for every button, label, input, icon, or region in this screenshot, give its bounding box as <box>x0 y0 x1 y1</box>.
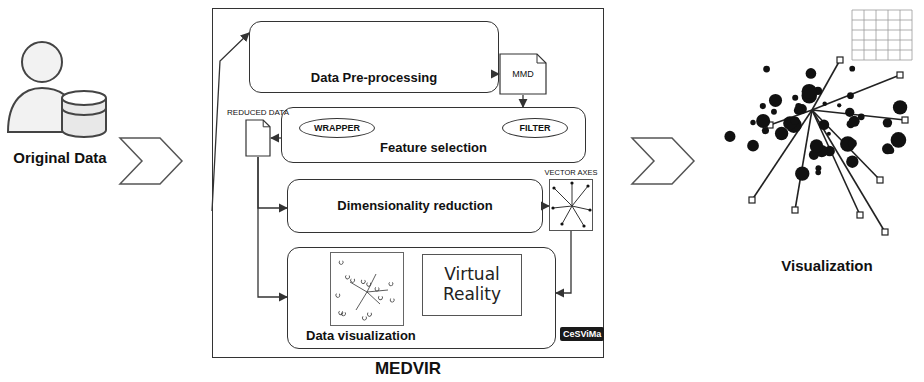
process-box: WRAPPER FILTER Feature selection <box>281 107 586 163</box>
flow-chevron <box>632 138 694 184</box>
node-label: WRAPPER <box>314 123 360 133</box>
vector-axes-drawing <box>550 180 592 230</box>
node-label: Data visualization <box>306 329 416 344</box>
node-label: Virtual Reality <box>423 265 521 304</box>
node-label: Data Pre-processing <box>250 71 498 86</box>
node-label: Feature selection <box>282 141 585 156</box>
node-label: REDUCED DATA <box>227 108 289 117</box>
flow-arrow <box>258 157 287 297</box>
flow-arrow <box>212 33 249 211</box>
logo-text: CeSViMa <box>560 327 604 341</box>
vector-axes-figure: VECTOR AXES <box>549 179 593 231</box>
method-ellipse: WRAPPER <box>299 118 375 138</box>
system-box: Data Pre-processing MMD WRAPPER FILTER Featu… <box>212 8 604 358</box>
node-label: VECTOR AXES <box>545 169 598 178</box>
method-ellipse: FILTER <box>502 118 568 138</box>
process-box: Data Pre-processing <box>249 21 499 93</box>
flow-arrow <box>271 137 281 138</box>
source-label: Original Data <box>2 149 118 166</box>
flow-chevron <box>120 138 182 184</box>
flow-arrow <box>522 95 523 107</box>
node-label: Dimensionality reduction <box>288 199 542 214</box>
flow-arrow <box>258 157 287 208</box>
scatter-visualization <box>724 10 912 235</box>
document-icon: REDUCED DATA <box>245 119 271 157</box>
process-box: Virtual RealityData visualization <box>287 247 556 349</box>
flow-arrow <box>556 231 571 293</box>
user-database-icon <box>8 42 106 137</box>
process-box: Dimensionality reduction <box>287 179 543 233</box>
document-shape <box>245 119 271 157</box>
system-name: MEDVIR <box>213 359 603 379</box>
scatter-thumbnail <box>330 252 404 326</box>
logo-box: Virtual Reality <box>422 254 522 316</box>
node-label: FILTER <box>520 123 551 133</box>
output-label: Visualization <box>752 257 902 274</box>
node-label: MMD <box>512 69 534 79</box>
document-icon: MMD <box>499 53 547 95</box>
